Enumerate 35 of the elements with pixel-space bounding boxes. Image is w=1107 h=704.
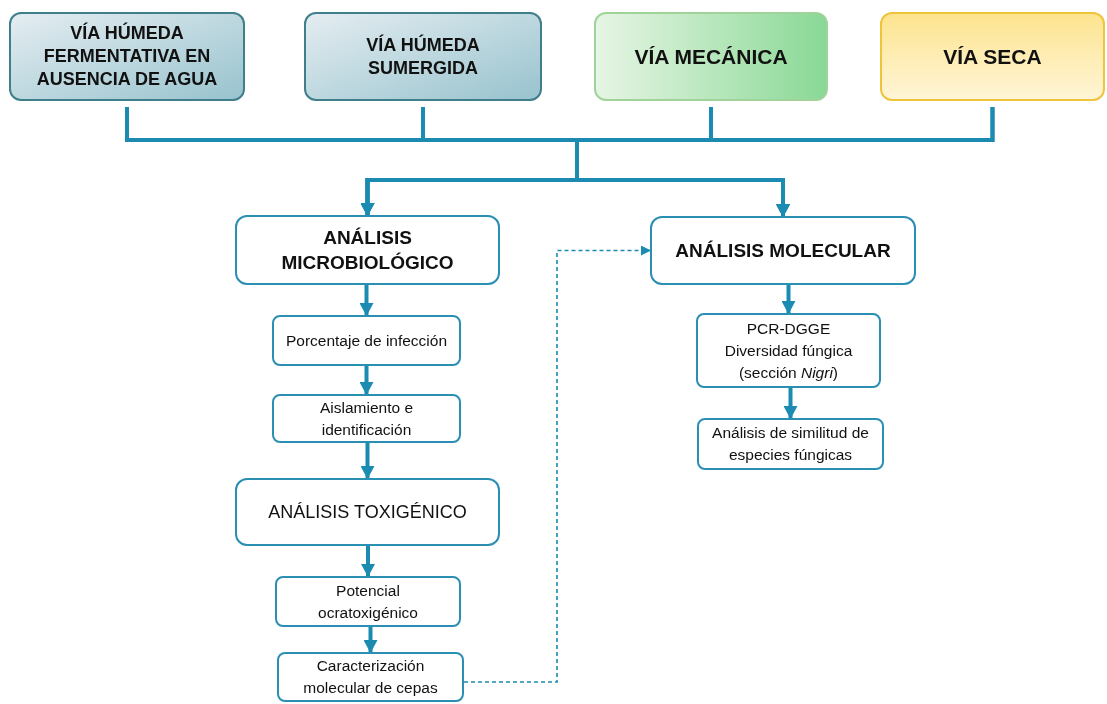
box-label: ANÁLISIS MOLECULAR [675, 239, 891, 263]
box-label: ANÁLISIS TOXIGÉNICO [268, 500, 467, 524]
box-label: VÍA HÚMEDA FERMENTATIVA EN AUSENCIA DE AGUA [35, 22, 219, 91]
step-box [272, 394, 461, 443]
connector-arrow [360, 443, 375, 479]
box-label: Análisis de similitud de especies fúngicas [711, 423, 870, 465]
connector-arrow [463, 245, 651, 683]
step-box [696, 313, 881, 388]
connector-arrow [781, 285, 796, 314]
box-label: Diversidad fúngica (sección Nigri) [723, 340, 854, 383]
step-box [697, 418, 884, 470]
step-box [275, 576, 461, 627]
method-box [880, 12, 1105, 101]
analysis-box [235, 215, 500, 285]
analysis-box [235, 478, 500, 546]
connector-arrow [359, 285, 374, 316]
box-label: ANÁLISIS MICROBIOLÓGICO [280, 226, 455, 275]
step-box [272, 315, 461, 366]
connector-arrow [783, 388, 798, 419]
method-box [9, 12, 245, 101]
box-label: PCR-DGGE [746, 318, 831, 339]
box-label: VÍA MECÁNICA [634, 43, 788, 70]
analysis-box [650, 216, 916, 285]
connector-arrow [363, 627, 378, 653]
box-label: Potencial ocratoxigénico [317, 580, 419, 623]
connector-arrow [359, 366, 374, 395]
box-label: Aislamiento e identificación [318, 397, 414, 440]
box-label: VÍA HÚMEDA SUMERGIDA [365, 33, 481, 80]
method-box [304, 12, 542, 101]
method-box [594, 12, 828, 101]
connector-arrow [361, 546, 375, 577]
step-box [277, 652, 464, 702]
box-label: Porcentaje de infección [285, 330, 448, 351]
box-label: VÍA SECA [943, 43, 1042, 70]
box-label: Caracterización molecular de cepas [302, 656, 439, 698]
